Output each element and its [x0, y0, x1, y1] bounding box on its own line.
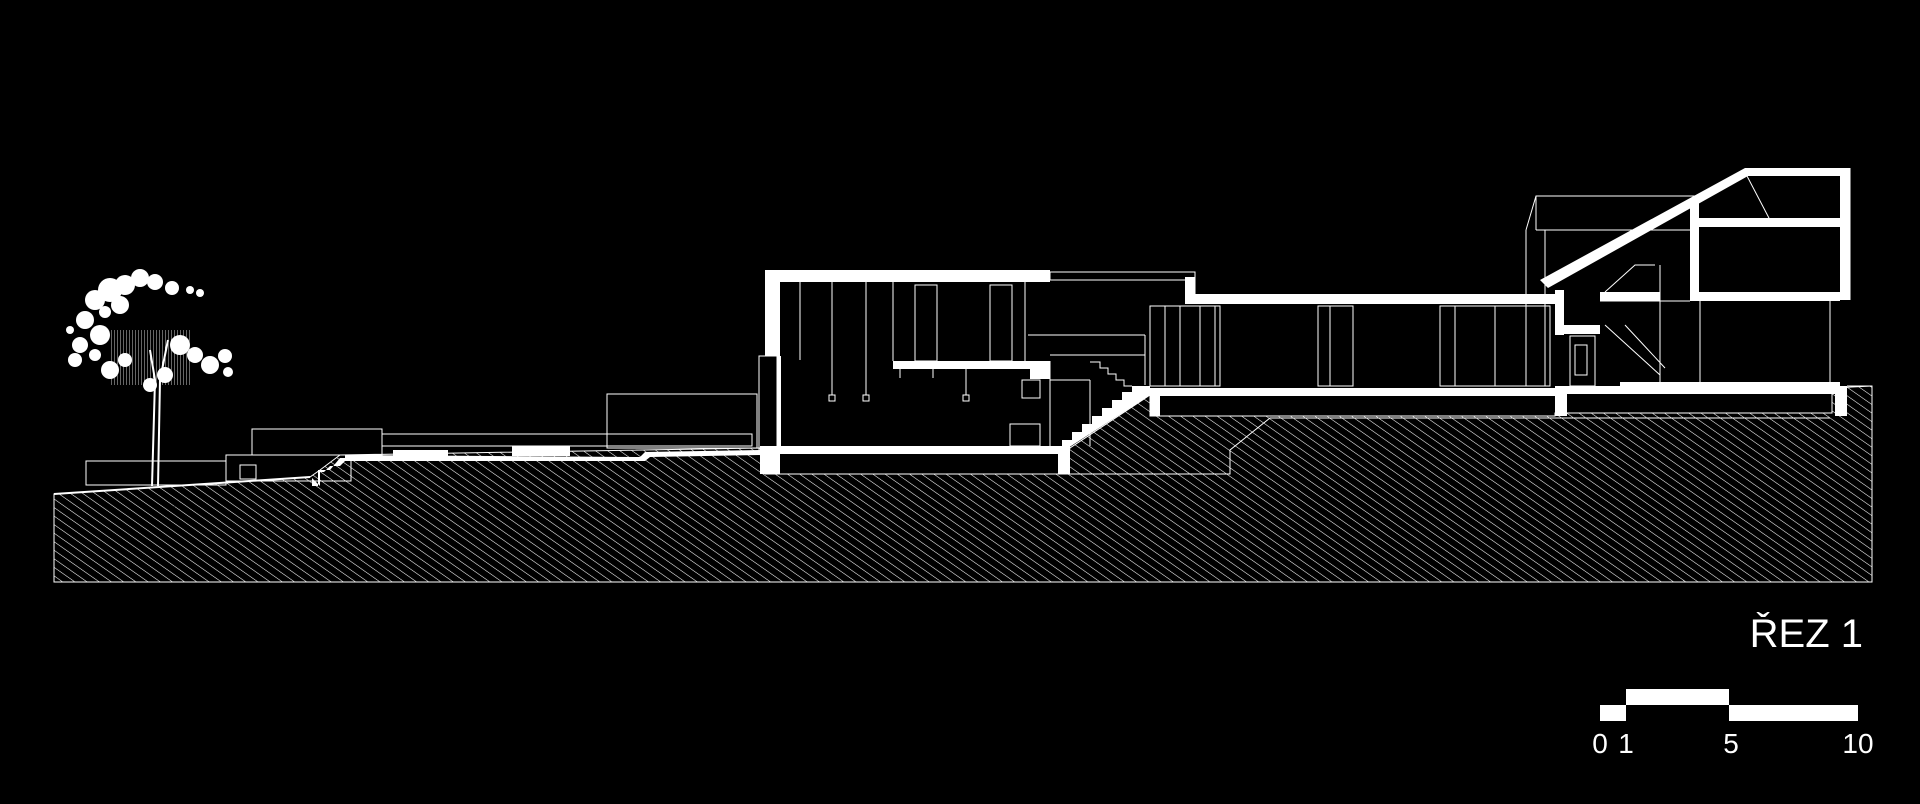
scale-segment-0-1: [1600, 705, 1626, 721]
scale-label-0: 0: [1592, 728, 1608, 759]
middle-building: [758, 270, 1196, 474]
walkway: [312, 446, 760, 486]
scale-segment-1-5: [1626, 689, 1729, 705]
scale-label-1: 1: [1618, 728, 1634, 759]
scale-label-5: 5: [1723, 728, 1739, 759]
drawing-title: ŘEZ 1: [1749, 612, 1863, 656]
tree: [66, 269, 233, 487]
ground-hatch: [53, 385, 1873, 583]
connector-wing: [1149, 277, 1555, 416]
scale-bar: [1600, 689, 1858, 721]
scale-label-10: 10: [1842, 728, 1874, 759]
basement-outline: [1062, 417, 1830, 475]
scale-segment-5-10: [1729, 705, 1858, 721]
right-house: [1525, 168, 1851, 416]
